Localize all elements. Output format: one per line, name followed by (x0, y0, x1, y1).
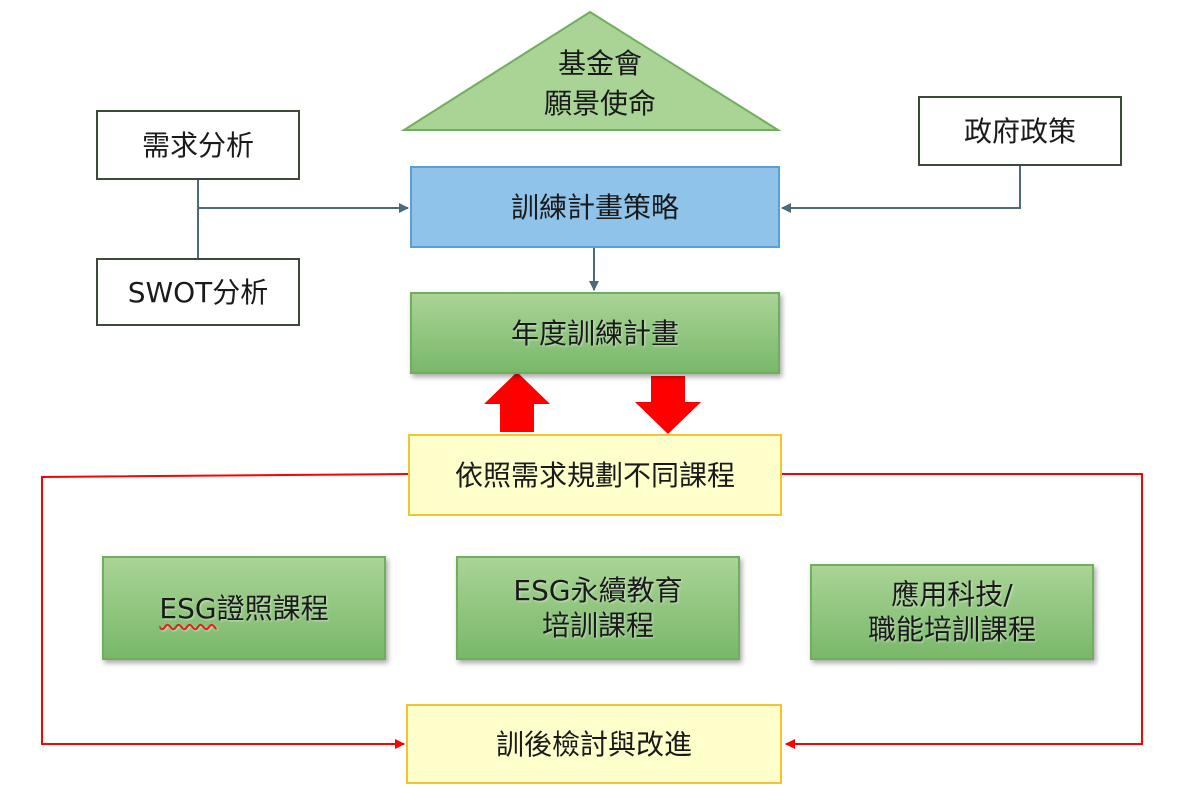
esg-cert-course-box: ESG證照課程 (102, 556, 386, 660)
red-up-arrow (484, 372, 550, 432)
esg-cert-course-label: ESG證照課程 (159, 591, 328, 626)
annual-plan-label: 年度訓練計畫 (510, 316, 679, 350)
gov-policy-label: 政府政策 (963, 114, 1076, 148)
tech-course-box: 應用科技/ 職能培訓課程 (810, 564, 1094, 660)
roof-line-1: 基金會 (557, 47, 642, 80)
vision-roof-label: 基金會 願景使命 (490, 44, 710, 124)
feedback-loop-right (782, 473, 1143, 749)
course-planning-label: 依照需求規劃不同課程 (454, 458, 735, 492)
swot-analysis-box: SWOT分析 (96, 258, 300, 326)
needs-analysis-box: 需求分析 (96, 110, 300, 180)
course-planning-box: 依照需求規劃不同課程 (408, 434, 782, 516)
red-down-arrow (635, 376, 701, 434)
needs-analysis-label: 需求分析 (141, 128, 254, 162)
esg-cert-suffix: 證照課程 (216, 591, 329, 625)
training-strategy-label: 訓練計畫策略 (510, 190, 679, 224)
esg-sustain-line-1: ESG永續教育 (513, 574, 683, 607)
esg-sustain-course-box: ESG永續教育 培訓課程 (456, 556, 740, 660)
gov-policy-box: 政府政策 (918, 96, 1122, 166)
training-strategy-box: 訓練計畫策略 (410, 166, 780, 248)
annual-plan-box: 年度訓練計畫 (410, 292, 780, 374)
esg-sustain-line-2: 培訓課程 (541, 609, 654, 642)
tech-course-line-1: 應用科技/ (891, 578, 1013, 611)
swot-analysis-label: SWOT分析 (127, 275, 269, 309)
esg-cert-prefix: ESG (159, 591, 217, 625)
tech-course-line-2: 職能培訓課程 (867, 613, 1036, 646)
arrow-policy-to-strategy (781, 166, 1021, 213)
vision-roof-shape (400, 10, 782, 131)
roof-line-2: 願景使命 (543, 87, 656, 120)
feedback-loop-left (41, 473, 409, 749)
review-box: 訓後檢討與改進 (406, 704, 782, 784)
review-label: 訓後檢討與改進 (495, 727, 692, 761)
